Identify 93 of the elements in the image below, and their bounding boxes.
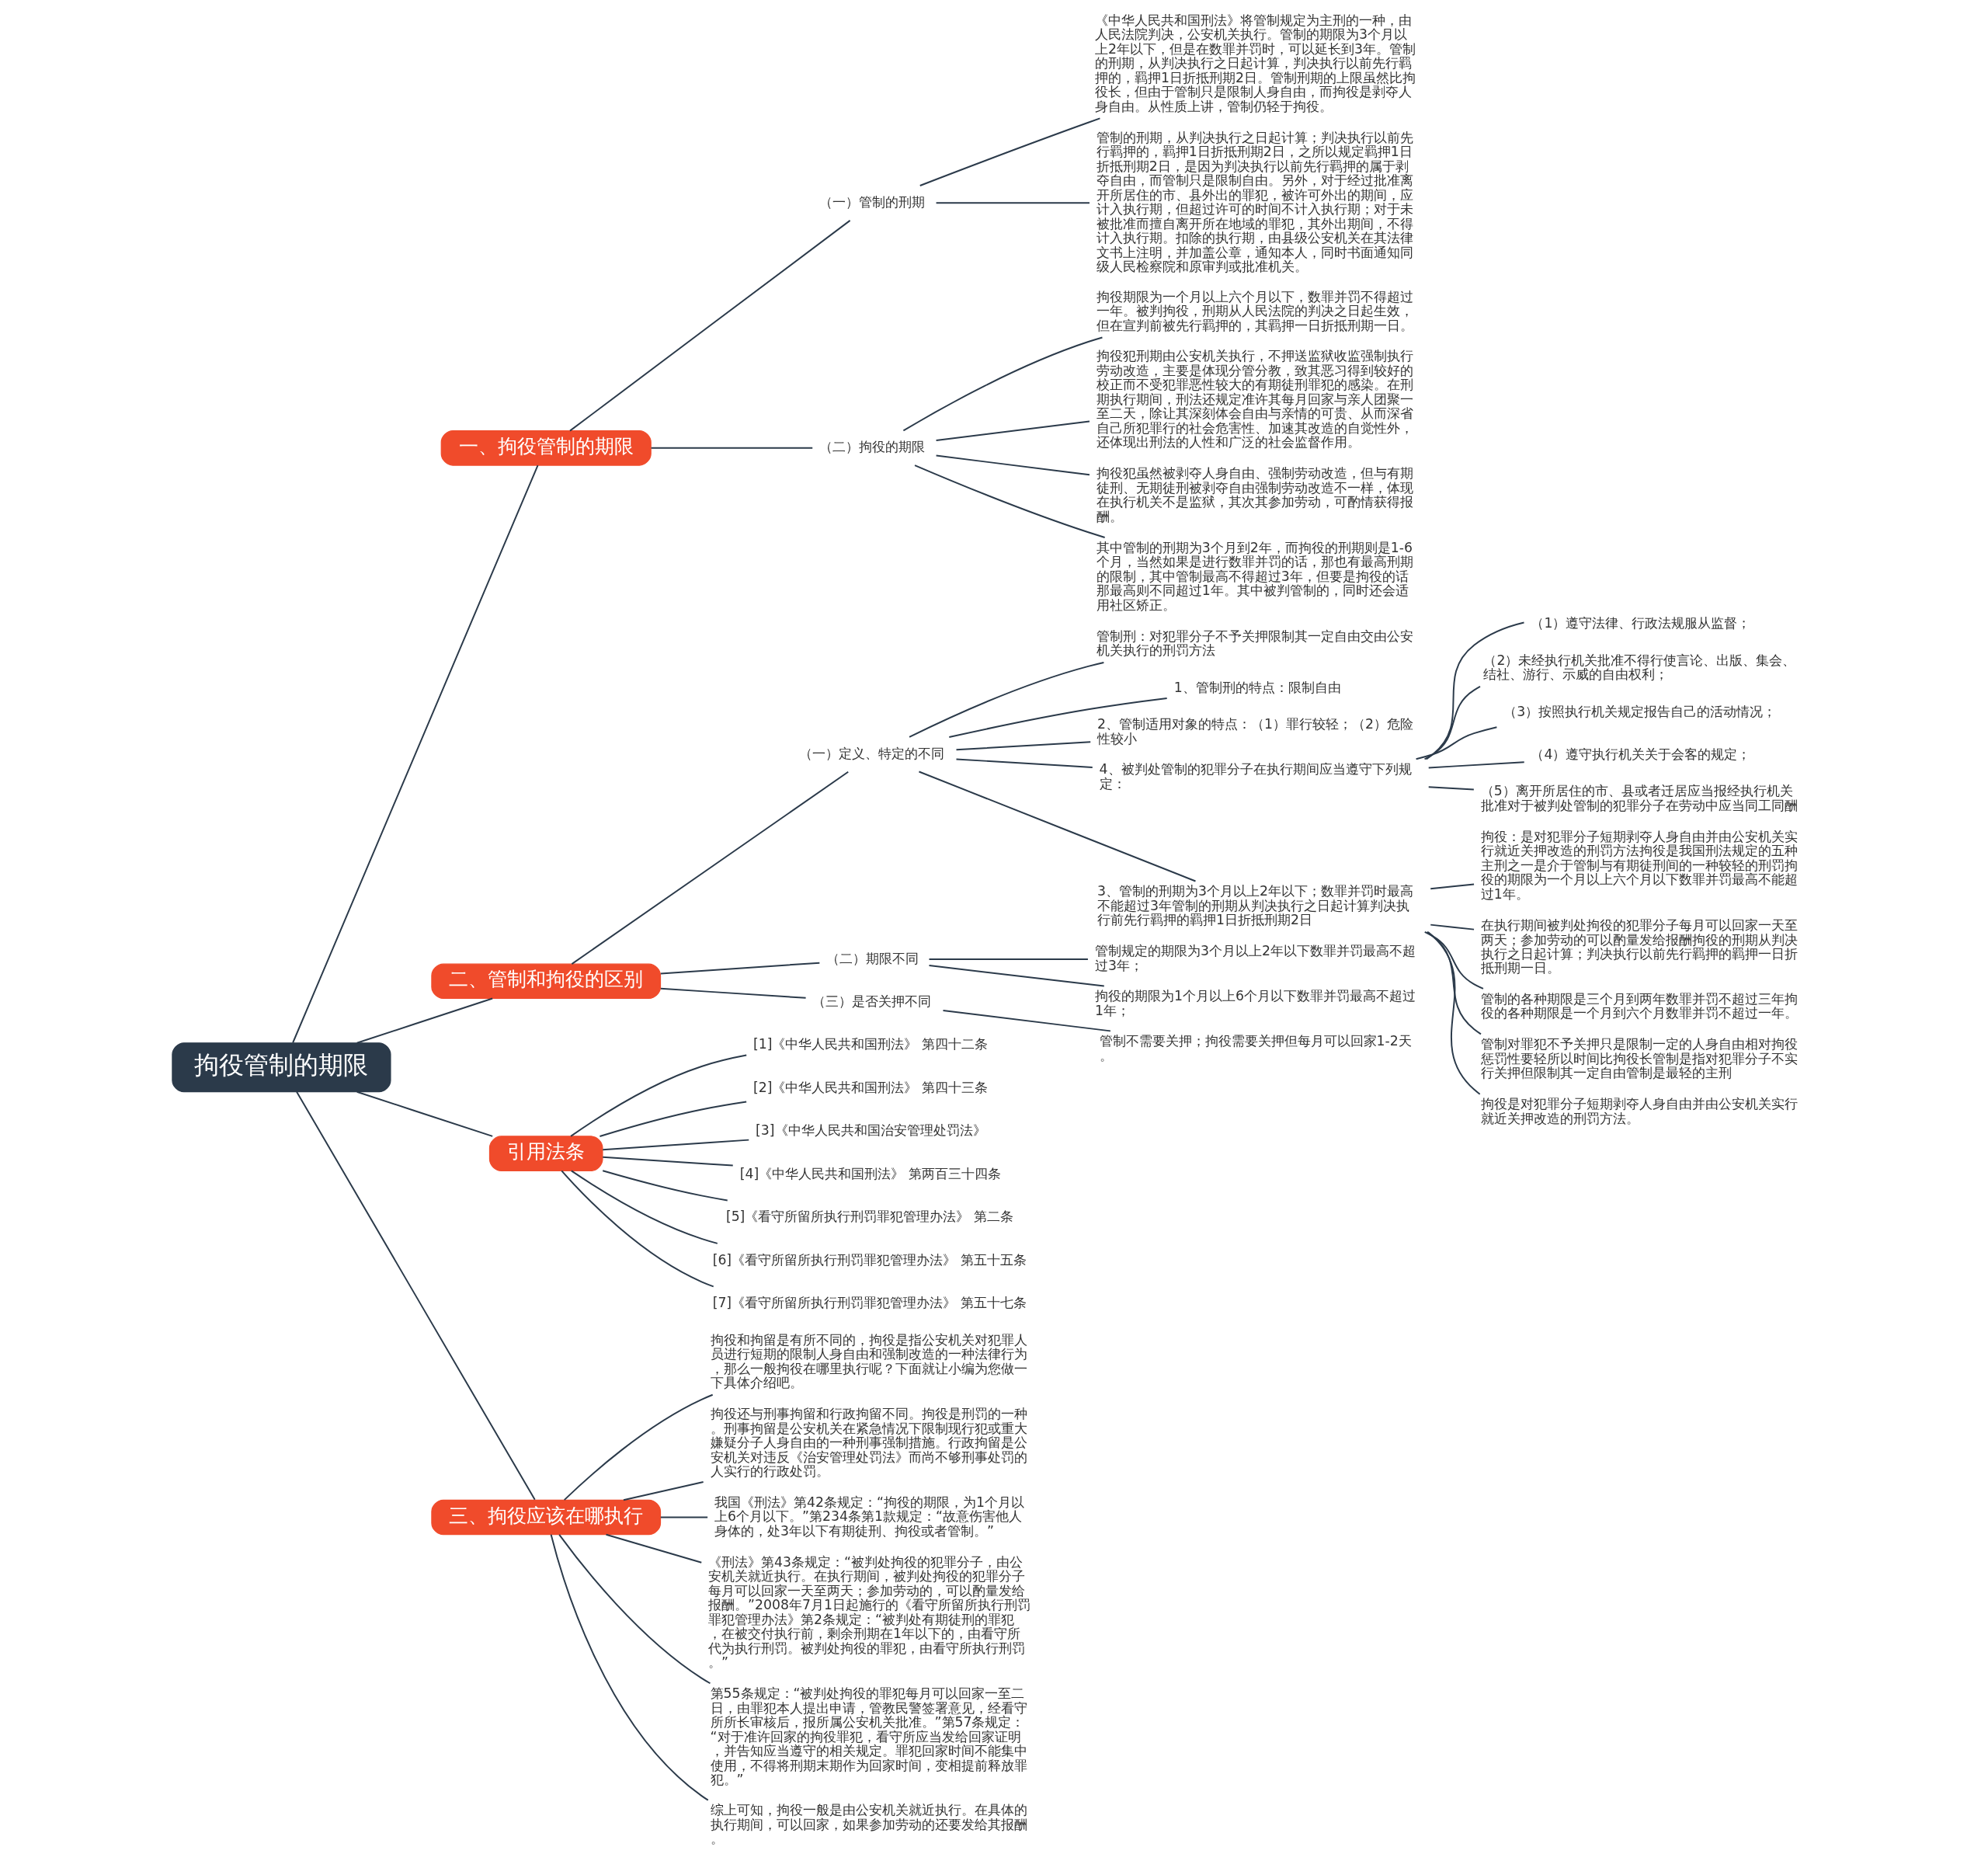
connector (659, 1516, 709, 1518)
connector (296, 1091, 536, 1501)
node-text: （5）离开所居住的市、县或者迁居应当报经执行机关批准对于被判处管制的犯罪分子在劳动中应当同工同酬 (1480, 783, 1798, 813)
connector (563, 1393, 714, 1501)
connector (1427, 786, 1475, 791)
node-text: （4）遵守执行机关关于会客的规定； (1531, 746, 1751, 763)
node-text: （一）管制的刑期 (819, 193, 926, 210)
node-text: 管制的各种期限是三个月到两年数罪并罚不超过三年拘役的各种期限是一个月到六个月数罪并罚不超过一年。 (1480, 990, 1798, 1021)
connector (928, 958, 1089, 960)
node-text: 《刑法》第43条规定：“被判处拘役的犯罪分子，由公安机关就近执行。在执行期间，被判处拘役的犯罪分子每月可以回家一天至两天；参加劳动的，可以酌量发给报酬。”2008年7月1日起施行的《看守所留所执行刑罚罪犯管理办法》第2条规定：“被判处有期徒刑的罪犯，在被交付执行前，剩余刑期在1年以下的，由看守所代为执行刑罚。被判处拘役的罪犯，由看守所执行刑罚。” (708, 1553, 1030, 1671)
node-text: [3]《中华人民共和国治安管理处罚法》 (756, 1122, 986, 1139)
connector (902, 336, 1103, 432)
connector (918, 770, 1197, 882)
node-text: 管制的刑期，从判决执行之日起计算；判决执行以前先行羁押的，羁押1日折抵刑期2日，之所以规定羁押1日折抵刑期2日，是因为判决执行以前先行羁押的属于剥夺自由，而管制只是限制自由。另外，对于经过批准离开所居住的市、县外出的罪犯，被许可外出的期间，应计入执行期，但超过许可的时间不计入执行期；对于未被批准而擅自离开所在地域的罪犯，其外出期间，不得计入执行期。扣除的执行期，由县级公安机关在其法律文书上注明，并加盖公章，通知本人，同时书面通知同级人民检察院和原审判或批准机关。 (1096, 129, 1413, 275)
connector (935, 454, 1090, 476)
connector (550, 1533, 709, 1801)
connector (602, 1170, 728, 1202)
connector (1423, 930, 1484, 990)
node-text: 管制规定的期限为3个月以上2年以下数罪并罚最高不超过3年； (1095, 943, 1416, 973)
connector (659, 987, 807, 999)
node-text: 其中管制的刑期为3个月到2年，而拘役的刑期则是1-6个月，当然如果是进行数罪并罚的话，那也有最高刑期的限制，其中管制最高不得超过3年，但要是拘役的话那最高则不同超过1年。其中被判管制的，同时还会适用社区矫正。 (1096, 539, 1413, 613)
node-box: 三、拘役应该在哪执行 (431, 1499, 662, 1536)
node-text: 在执行期间被判处拘役的犯罪分子每月可以回家一天至两天；参加劳动的可以酌量发给报酬拘役的刑期从判决执行之日起计算；判决执行以前先行羁押的羁押一日折抵刑期一日。 (1480, 917, 1798, 976)
connector (650, 447, 814, 449)
connector (356, 1091, 494, 1137)
node-text: （三）是否关押不同 (812, 993, 932, 1009)
connector (570, 1054, 748, 1137)
connector (623, 1481, 704, 1501)
node-text: 《中华人民共和国刑法》将管制规定为主刑的一种，由人民法院判决，公安机关执行。管制的期限为3个月以上2年以下，但是在数罪并罚时，可以延长到3年。管制的刑期，从判决执行之日起计算，判决执行以前先行羁押的，羁押1日折抵刑期2日。管制刑期的上限虽然比拘役长，但由于管制只是限制人身自由，而拘役是剥夺人身自由。从性质上讲，管制仍轻于拘役。 (1095, 12, 1416, 114)
node-text: 第55条规定：“被判处拘役的罪犯每月可以回家一至二日，由罪犯本人提出申请，管教民警签署意见，经看守所所长审核后，报所属公安机关批准。”第57条规定：“对于准许回家的拘役罪犯，看守所应当发给回家证明，并告知应当遵守的相关规定。罪犯回家时间不能集中使用，不得将刑期末期作为回家时间，变相提前释放罪犯。” (710, 1685, 1027, 1787)
node-text: 3、管制的刑期为3个月以上2年以下；数罪并罚时最高不能超过3年管制的刑期从判决执行之日起计算判决执行前先行羁押的羁押1日折抵刑期2日 (1097, 883, 1414, 928)
node-text: （2）未经执行机关批准不得行使言论、出版、集会、结社、游行、示威的自由权利； (1483, 652, 1796, 683)
node-text: 管制对罪犯不予关押只是限制一定的人身自由相对拘役惩罚性要轻所以时间比拘役长管制是指对犯罪分子不实行关押但限制其一定自由管制是最轻的主刑 (1480, 1036, 1798, 1081)
node-text: 管制不需要关押；拘役需要关押但每月可以回家1-2天。 (1099, 1033, 1412, 1063)
connector (602, 1156, 734, 1167)
node-text: [7]《看守所留所执行刑罚罪犯管理办法》 第五十七条 (712, 1295, 1027, 1311)
connector (570, 1170, 718, 1244)
node-text: 拘役犯刑期由公安机关执行，不押送监狱收监强制执行劳动改造，主要是体现分管分教，致其恶习得到较好的校正而不受犯罪恶性较大的有期徒刑罪犯的感染。在刑期执行期间，刑法还规定准许其每月回家与亲人团聚一至二天，除让其深刻体会自由与亲情的可贵、从而深省自己所犯罪行的社会危害性、加速其改造的自觉性外，还体现出刑法的人性和广泛的社会监督作用。 (1096, 348, 1413, 450)
node-text: [1]《中华人民共和国刑法》 第四十二条 (753, 1036, 988, 1052)
node-text: （3）按照执行机关规定报告自己的活动情况； (1503, 703, 1777, 719)
connector (569, 219, 851, 432)
connector (1427, 931, 1481, 1095)
node-text: [4]《中华人民共和国刑法》 第两百三十四条 (739, 1165, 1001, 1181)
node-text: 拘役犯虽然被剥夺人身自由、强制劳动改造，但与有期徒刑、无期徒刑被剥夺自由强制劳动改造不一样，体现在执行机关不是监狱，其次其参加劳动，可酌情获得报酬。 (1096, 465, 1413, 524)
node-text: 拘役是对犯罪分子短期剥夺人身自由并由公安机关实行就近关押改造的刑罚方法。 (1480, 1096, 1798, 1126)
node-text: 1、管制刑的特点：限制自由 (1173, 679, 1341, 695)
node-text: 管制刑：对犯罪分子不予关押限制其一定自由交由公安机关执行的刑罚方法 (1096, 628, 1413, 659)
node-text: （二）期限不同 (826, 950, 919, 966)
connector (1427, 761, 1525, 769)
node-text: 拘役期限为一个月以上六个月以下，数罪并罚不得超过一年。被判拘役，刑期从人民法院的判决之日起生效，但在宣判前被先行羁押的，其羁押一日折抵刑期一日。 (1096, 288, 1413, 333)
node-text: 4、被判处管制的犯罪分子在执行期间应当遵守下列规定： (1099, 761, 1412, 791)
node-text: （1）遵守法律、行政法规服从监督； (1531, 615, 1751, 631)
node-box: 二、管制和拘役的区别 (431, 963, 662, 1000)
node-text: （二）拘役的期限 (819, 439, 926, 455)
connector (919, 117, 1101, 186)
node-text: [2]《中华人民共和国刑法》 第四十三条 (753, 1079, 988, 1095)
node-text: [6]《看守所留所执行刑罚罪犯管理办法》 第五十五条 (712, 1251, 1027, 1268)
connector (1430, 924, 1475, 930)
connector (561, 1170, 714, 1288)
connector (558, 1533, 711, 1685)
connector (948, 697, 1168, 738)
connector (356, 997, 494, 1044)
connector (659, 962, 821, 975)
node-box: 拘役管制的期限 (172, 1042, 391, 1093)
node-text: 拘役：是对犯罪分子短期剥夺人身自由并由公安机关实行就近关押改造的刑罚方法拘役是我国刑法规定的五种主刑之一是介于管制与有期徒刑间的一种较轻的刑罚拘役的期限为一个月以上六个月以下数罪并罚最高不能超过1年。 (1480, 829, 1798, 902)
node-text: 综上可知，拘役一般是由公安机关就近执行。在具体的执行期间，可以回家，如果参加劳动的还要发给其报酬。 (710, 1802, 1027, 1847)
node-box: 一、拘役管制的期限 (440, 430, 652, 466)
connector (928, 965, 1105, 987)
connector (942, 1010, 1111, 1032)
connector (599, 1101, 748, 1137)
connector (935, 420, 1090, 442)
node-text: （一）定义、特定的不同 (799, 745, 945, 761)
connector (1430, 883, 1475, 890)
node-text: 拘役还与刑事拘留和行政拘留不同。拘役是刑罚的一种。刑事拘留是公安机关在紧急情况下限制现行犯或重大嫌疑分子人身自由的一种刑事强制措施。行政拘留是公安机关对违反《治安管理处罚法》而尚不够刑事处罚的人实行的行政处罚。 (710, 1406, 1027, 1480)
connector (1425, 621, 1525, 760)
node-text: 我国《刑法》第42条规定：“拘役的期限，为1个月以上6个月以下。”第234条第1款规定：“故意伤害他人身体的，处3年以下有期徒刑、拘役或者管制。” (714, 1494, 1024, 1539)
connector (1423, 685, 1481, 760)
connector (571, 770, 850, 965)
connector (1415, 726, 1498, 760)
connector (935, 202, 1090, 204)
connector (909, 661, 1105, 738)
connector (602, 1139, 750, 1151)
connector (1426, 930, 1482, 1035)
node-text: 拘役和拘留是有所不同的，拘役是指公安机关对犯罪人员进行短期的限制人身自由和强制改造的一种法律行为，那么一般拘役在哪里执行呢？下面就让小编为您做一下具体介绍吧。 (710, 1331, 1027, 1391)
node-text: 2、管制适用对象的特点：（1）罪行较轻；（2）危险性较小 (1097, 716, 1414, 746)
connector (955, 741, 1092, 751)
connector (914, 464, 1106, 539)
connector (605, 1533, 703, 1564)
connector (292, 464, 539, 1044)
connector (955, 758, 1093, 768)
node-box: 引用法条 (488, 1136, 603, 1171)
node-text: [5]《看守所留所执行刑罚罪犯管理办法》 第二条 (725, 1209, 1013, 1225)
node-text: 拘役的期限为1个月以上6个月以下数罪并罚最高不超过1年； (1095, 988, 1416, 1018)
